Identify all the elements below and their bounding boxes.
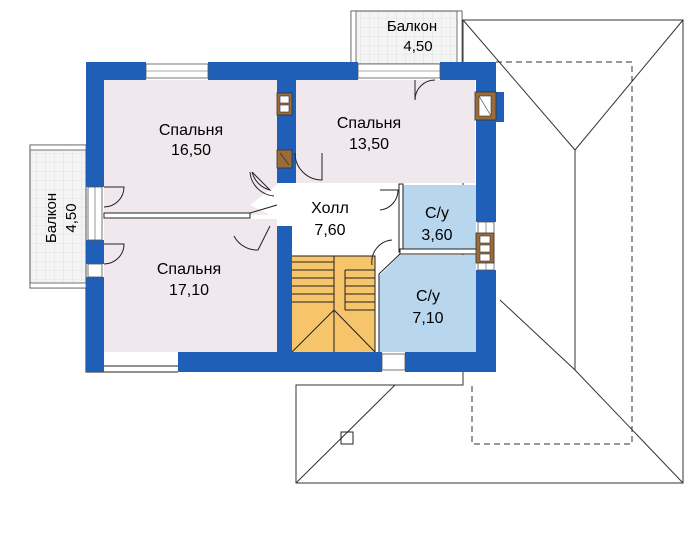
hall-area: 7,60 (314, 222, 345, 239)
balcony-left-area: 4,50 (63, 203, 80, 232)
vent-shafts (276, 91, 497, 264)
hall-name: Холл (311, 200, 349, 217)
bedroom-1-area: 16,50 (171, 142, 211, 159)
bedroom-2-area: 13,50 (349, 136, 389, 153)
bedroom-1-name: Спальня (159, 122, 223, 139)
balcony-top-area: 4,50 (403, 38, 432, 55)
balcony-left: Балкон 4,50 (29, 144, 87, 289)
stairs (291, 256, 376, 353)
roof-outline (295, 19, 684, 484)
room-labels: Спальня 16,50 Спальня 13,50 Спальня 17,1… (157, 115, 453, 327)
balcony-left-name: Балкон (43, 193, 60, 243)
bedroom-3-area: 17,10 (169, 282, 209, 299)
bedroom-2-name: Спальня (337, 115, 401, 132)
bedroom-3-name: Спальня (157, 261, 221, 278)
interior-walls (103, 183, 478, 352)
bathroom-2-area: 7,10 (412, 310, 443, 327)
balcony-top: Балкон 4,50 (350, 10, 463, 65)
balcony-top-name: Балкон (387, 18, 437, 35)
bathroom-2-name: С/у (416, 288, 440, 305)
bathroom-1-name: С/у (425, 205, 449, 222)
bathroom-1-area: 3,60 (421, 227, 452, 244)
doors (103, 79, 436, 266)
